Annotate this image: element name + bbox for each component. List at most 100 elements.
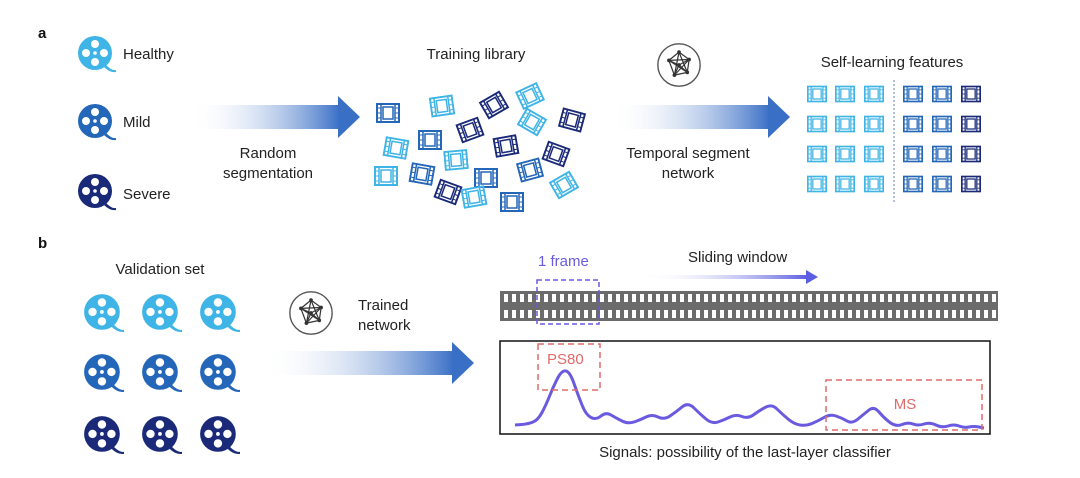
film-frame-icon xyxy=(807,175,827,193)
film-perforation xyxy=(584,294,588,302)
film-reel-icon xyxy=(200,294,240,333)
film-perforation xyxy=(600,310,604,318)
film-reel-icon xyxy=(200,354,240,393)
film-perforation xyxy=(856,294,860,302)
film-frame-icon xyxy=(418,130,442,150)
class-label-healthy: Healthy xyxy=(123,46,174,63)
film-perforation xyxy=(584,310,588,318)
film-perforation xyxy=(688,294,692,302)
film-perforation xyxy=(768,294,772,302)
film-frame-icon xyxy=(932,115,952,133)
features-title: Self-learning features xyxy=(821,54,964,71)
film-perforation xyxy=(912,310,916,318)
film-perforation xyxy=(936,310,940,318)
film-perforation xyxy=(616,294,620,302)
film-perforation xyxy=(744,310,748,318)
film-perforation xyxy=(664,310,668,318)
film-perforation xyxy=(512,310,516,318)
signal-caption: Signals: possibility of the last-layer c… xyxy=(599,444,891,461)
sliding-window-label: Sliding window xyxy=(688,249,787,266)
arrow1-label-line1: Random xyxy=(240,145,297,162)
panel-a-letter: a xyxy=(38,25,47,42)
film-perforation xyxy=(976,294,980,302)
film-perforation xyxy=(920,310,924,318)
film-perforation xyxy=(664,294,668,302)
film-reel-icon xyxy=(142,416,182,455)
film-perforation xyxy=(872,294,876,302)
film-perforation xyxy=(680,310,684,318)
film-frame-icon xyxy=(903,115,923,133)
film-frame-icon xyxy=(835,145,855,163)
film-perforation xyxy=(896,294,900,302)
feature-grid xyxy=(807,85,981,193)
film-perforation xyxy=(608,294,612,302)
film-perforation xyxy=(856,310,860,318)
film-perforation xyxy=(784,310,788,318)
film-perforation xyxy=(872,310,876,318)
film-reel-icon xyxy=(84,294,124,333)
film-perforation xyxy=(720,294,724,302)
film-frame-icon xyxy=(903,145,923,163)
film-perforation xyxy=(952,310,956,318)
film-perforation xyxy=(904,294,908,302)
film-perforation xyxy=(512,294,516,302)
film-frame-icon xyxy=(455,116,485,144)
film-frame-icon xyxy=(961,85,981,103)
arrow2-label-line2: network xyxy=(662,165,715,182)
network-label-line2: network xyxy=(358,317,411,334)
film-perforation xyxy=(928,294,932,302)
film-frame-icon xyxy=(428,94,456,118)
film-perforation xyxy=(904,310,908,318)
film-perforation xyxy=(864,310,868,318)
film-reel-icon xyxy=(142,294,182,333)
film-perforation xyxy=(648,310,652,318)
training-library-frames xyxy=(374,82,586,212)
film-perforation xyxy=(760,294,764,302)
film-frame-icon xyxy=(961,175,981,193)
class-label-severe: Severe xyxy=(123,186,171,203)
sliding-window-arrow xyxy=(640,270,818,284)
film-perforation xyxy=(592,310,596,318)
film-perforation xyxy=(992,310,996,318)
network-icon xyxy=(657,43,701,87)
film-perforation xyxy=(576,294,580,302)
arrow2-label-line1: Temporal segment xyxy=(626,145,750,162)
film-perforation xyxy=(536,310,540,318)
film-perforation xyxy=(528,310,532,318)
film-perforation xyxy=(696,294,700,302)
film-perforation xyxy=(640,294,644,302)
film-perforation xyxy=(888,294,892,302)
film-perforation xyxy=(848,294,852,302)
film-frame-icon xyxy=(864,175,884,193)
film-frame-icon xyxy=(382,136,410,160)
film-perforation xyxy=(832,310,836,318)
film-perforation xyxy=(576,310,580,318)
film-perforation xyxy=(656,310,660,318)
film-perforation xyxy=(688,310,692,318)
film-frame-icon xyxy=(492,134,520,158)
film-frame-icon xyxy=(408,162,436,186)
film-perforation xyxy=(896,310,900,318)
film-perforation xyxy=(824,310,828,318)
film-perforation xyxy=(944,310,948,318)
film-perforation xyxy=(824,294,828,302)
film-perforation xyxy=(816,294,820,302)
film-reel-icon xyxy=(78,174,116,211)
film-perforation xyxy=(816,310,820,318)
film-perforation xyxy=(520,310,524,318)
film-perforation xyxy=(776,294,780,302)
film-frame-icon xyxy=(864,85,884,103)
validation-set-title: Validation set xyxy=(116,261,206,278)
film-perforation xyxy=(880,310,884,318)
video-filmstrip xyxy=(500,291,998,321)
film-perforation xyxy=(528,294,532,302)
film-perforation xyxy=(712,294,716,302)
network-icon xyxy=(289,291,333,335)
film-perforation xyxy=(920,294,924,302)
film-perforation xyxy=(640,310,644,318)
film-perforation xyxy=(888,310,892,318)
film-perforation xyxy=(616,310,620,318)
class-label-mild: Mild xyxy=(123,114,151,131)
film-frame-icon xyxy=(541,140,571,168)
